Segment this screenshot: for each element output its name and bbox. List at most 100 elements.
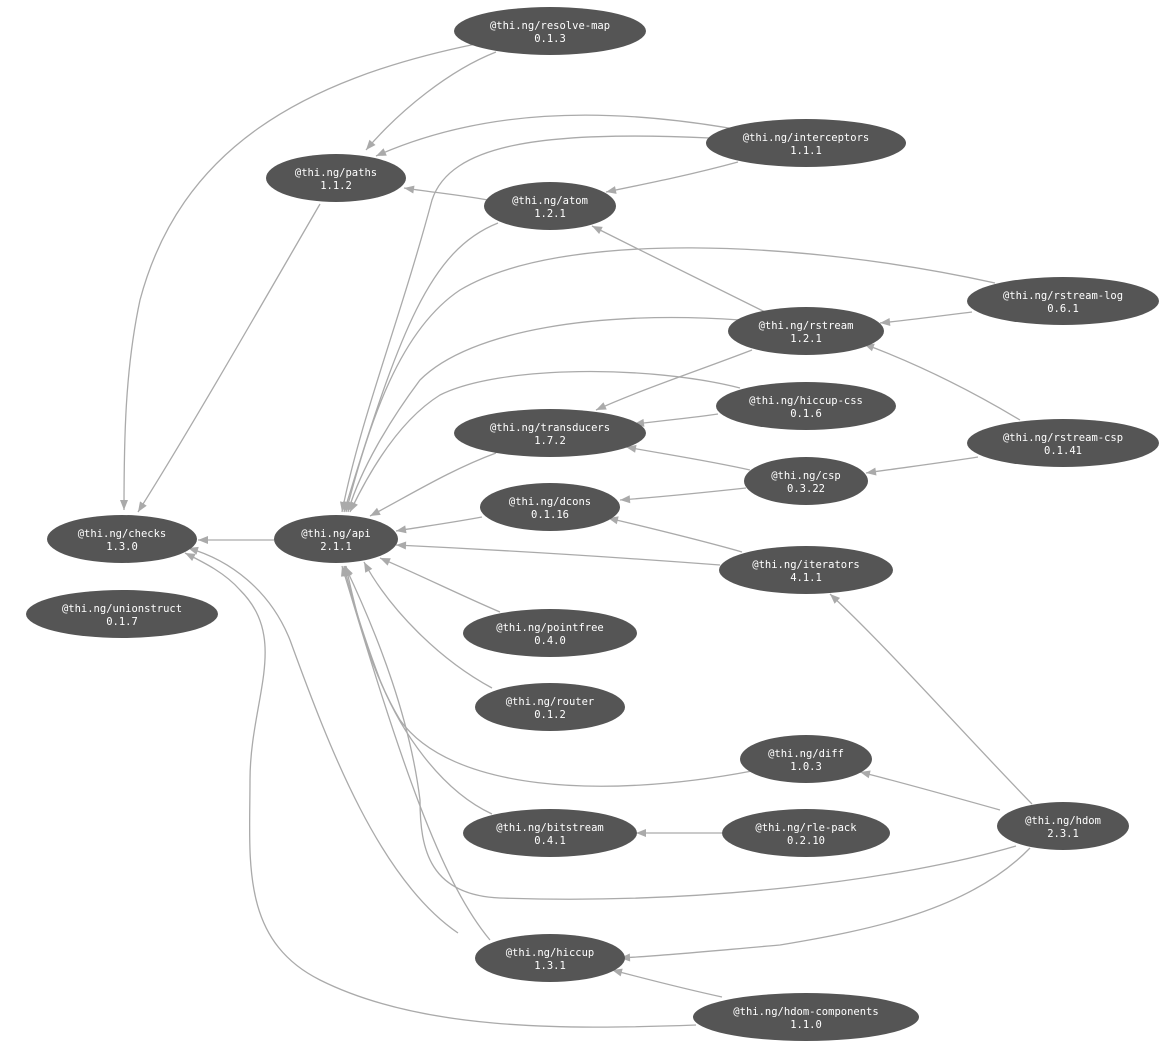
edge-hdom-components-to-checks <box>184 552 697 1028</box>
edge-hiccup-to-checks <box>187 546 459 934</box>
node-name-label: @thi.ng/transducers <box>490 422 610 434</box>
edge-hdom-to-diff <box>859 770 1001 811</box>
node-ellipse <box>740 735 872 783</box>
edge-iterators-to-api <box>395 541 721 566</box>
node-name-label: @thi.ng/hdom <box>1025 815 1101 827</box>
node-version-label: 0.1.16 <box>531 509 569 521</box>
arrowhead <box>198 536 208 544</box>
edge-rstream-to-transducers <box>595 349 753 411</box>
node-version-label: 0.6.1 <box>1047 303 1079 315</box>
edge-hdom-components-to-hiccup <box>611 968 723 998</box>
arrowhead <box>404 185 415 194</box>
node-version-label: 1.0.3 <box>790 761 822 773</box>
arrowhead <box>620 495 631 504</box>
edge-interceptors-to-paths <box>375 114 741 157</box>
arrowhead <box>596 402 607 410</box>
node-ellipse <box>967 277 1159 325</box>
node-name-label: @thi.ng/checks <box>78 528 167 540</box>
node-name-label: @thi.ng/dcons <box>509 496 591 508</box>
node-name-label: @thi.ng/rstream <box>759 320 854 332</box>
node-version-label: 0.4.0 <box>534 635 566 647</box>
node-version-label: 4.1.1 <box>790 572 822 584</box>
edge-resolve-map-to-paths <box>365 51 497 151</box>
edge-transducers-to-api <box>369 452 497 517</box>
node-version-label: 1.3.1 <box>534 960 566 972</box>
node-version-label: 0.1.2 <box>534 709 566 721</box>
arrowhead <box>380 558 391 566</box>
edge-paths-to-checks <box>137 203 321 513</box>
node-ellipse <box>693 993 919 1041</box>
arrowhead <box>376 148 387 156</box>
edge-bitstream-to-api <box>342 565 493 815</box>
edge-dcons-to-api <box>395 516 483 534</box>
node-ellipse <box>475 683 625 731</box>
arrowhead <box>366 139 376 150</box>
node-name-label: @thi.ng/interceptors <box>743 132 869 144</box>
node-ellipse <box>997 802 1129 850</box>
arrowhead <box>830 594 841 604</box>
edge-diff-to-api <box>344 565 753 787</box>
node-ellipse <box>484 182 616 230</box>
node-name-label: @thi.ng/diff <box>768 748 844 760</box>
node-ellipse <box>475 934 625 982</box>
arrowhead <box>350 501 358 512</box>
node-name-label: @thi.ng/hdom-components <box>733 1006 878 1018</box>
node-version-label: 1.2.1 <box>790 333 822 345</box>
node-ellipse <box>744 457 868 505</box>
edge-hiccup-css-to-api <box>349 370 741 513</box>
arrowhead <box>626 444 637 453</box>
node-name-label: @thi.ng/paths <box>295 167 377 179</box>
edge-atom-to-api <box>343 222 499 513</box>
edge-hiccup-to-api <box>341 565 491 941</box>
node-version-label: 0.2.10 <box>787 835 825 847</box>
node-name-label: @thi.ng/rstream-log <box>1003 290 1123 302</box>
node-version-label: 1.2.1 <box>534 208 566 220</box>
edge-atom-to-paths <box>403 185 489 201</box>
node-version-label: 0.4.1 <box>534 835 566 847</box>
node-ellipse <box>454 7 646 55</box>
node-ellipse <box>26 590 218 638</box>
node-version-label: 0.1.41 <box>1044 445 1082 457</box>
node-name-label: @thi.ng/bitstream <box>496 822 603 834</box>
node-version-label: 0.1.7 <box>106 616 138 628</box>
edge-rstream-to-atom <box>591 225 766 313</box>
node-version-label: 1.7.2 <box>534 435 566 447</box>
arrowhead <box>612 968 623 977</box>
arrowhead <box>592 226 603 235</box>
edge-pointfree-to-api <box>379 557 501 613</box>
arrowhead <box>396 541 407 550</box>
arrowhead <box>636 829 646 837</box>
node-name-label: @thi.ng/iterators <box>752 559 859 571</box>
edge-rle-pack-to-bitstream <box>636 829 723 837</box>
edge-csp-to-dcons <box>619 487 747 504</box>
edge-interceptors-to-atom <box>605 161 739 194</box>
arrowhead <box>120 500 128 510</box>
node-version-label: 1.1.1 <box>790 145 822 157</box>
node-version-label: 0.3.22 <box>787 483 825 495</box>
edges-layer <box>120 43 1033 1028</box>
